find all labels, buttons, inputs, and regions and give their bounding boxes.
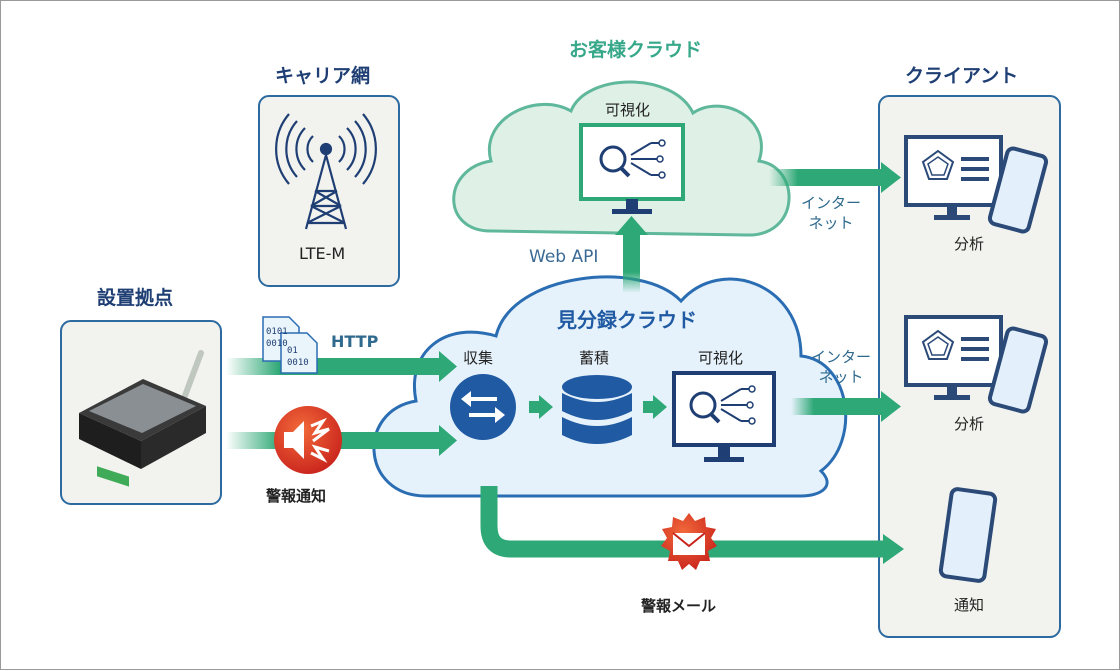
carrier-title: キャリア網 — [275, 65, 371, 87]
cell-tower-icon — [275, 113, 377, 230]
web-api-label: Web API — [529, 247, 599, 267]
client-title: クライアント — [905, 65, 1019, 87]
alarm-notify-label: 警報通知 — [266, 487, 327, 505]
internet-label-2: インター ネット — [810, 348, 871, 387]
database-icon — [562, 375, 632, 444]
internet-arrow-mid — [791, 391, 901, 422]
analysis-monitor-icon-1 — [904, 135, 1049, 234]
customer-visualize-label: 可視化 — [605, 101, 651, 119]
analysis-label-1: 分析 — [954, 235, 985, 253]
data-file-icon: 0101 0010 01 0010 — [262, 316, 318, 374]
notify-label: 通知 — [954, 596, 985, 614]
web-api-arrow — [615, 216, 648, 293]
visualize-monitor-icon — [672, 371, 776, 462]
alarm-mail-icon — [661, 513, 717, 570]
svg-text:0010: 0010 — [266, 339, 288, 349]
lte-label: LTE-M — [299, 244, 346, 263]
customer-cloud-title: お客様クラウド — [569, 39, 703, 61]
mibunroku-cloud-title: 見分録クラウド — [557, 308, 697, 332]
svg-text:0010: 0010 — [287, 358, 309, 368]
alarm-mail-label: 警報メール — [641, 597, 717, 615]
gateway-device-image — [79, 350, 206, 487]
internet-label-1: インター ネット — [800, 194, 861, 233]
alarm-sound-icon — [274, 406, 342, 474]
analysis-label-2: 分析 — [954, 415, 985, 433]
http-arrow — [226, 351, 457, 382]
alarm-mail-arrow — [480, 486, 904, 564]
collect-icon — [450, 374, 516, 440]
svg-text:01: 01 — [287, 346, 298, 356]
collect-to-store-arrow — [529, 395, 553, 419]
smartphone-icon — [938, 487, 998, 583]
store-label: 蓄積 — [579, 349, 610, 367]
store-to-visualize-arrow — [643, 395, 667, 419]
collect-label: 収集 — [463, 349, 494, 367]
internet-arrow-top — [769, 162, 901, 193]
visualize-label: 可視化 — [698, 349, 744, 367]
analysis-monitor-icon-2 — [904, 315, 1049, 414]
svg-text:0101: 0101 — [266, 327, 288, 337]
customer-monitor-icon — [579, 123, 685, 214]
site-title: 設置拠点 — [97, 287, 174, 309]
http-label: HTTP — [331, 332, 379, 351]
